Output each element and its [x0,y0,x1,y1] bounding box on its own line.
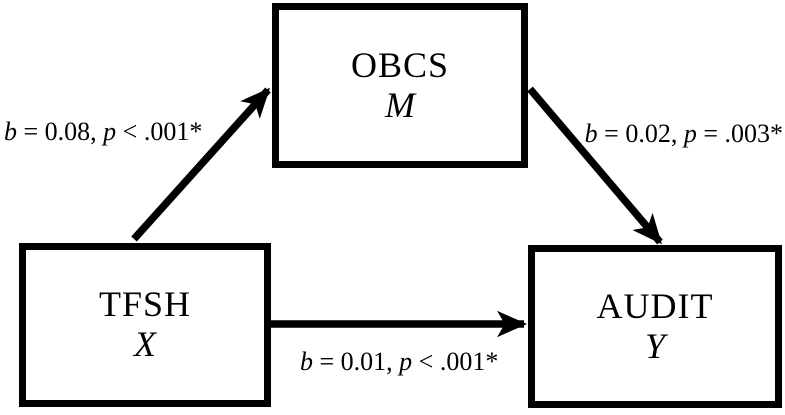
path-b-p-symbol: p [683,119,697,148]
path-b-coef-symbol: b [584,119,598,148]
path-a-coef-symbol: b [4,117,17,146]
path-a-p-symbol: p [103,117,117,146]
path-b-label: b = 0.02, p = .003* [585,119,783,149]
outcome-role: Y [644,325,666,366]
path-c-p-symbol: p [399,347,413,376]
predictor-role: X [134,324,156,364]
mediator-name: OBCS [350,44,450,85]
path-a-p-value: < .001* [116,117,203,146]
path-b-p-value: = .003* [696,119,783,148]
arrow-predictor-to-mediator [131,87,271,242]
path-c-coef-value: = 0.01, [313,347,400,376]
path-b-coef-value: = 0.02, [597,119,684,148]
arrow-mediator-to-outcome [527,86,663,245]
outcome-box: AUDIT Y [528,245,782,408]
mediator-role: M [385,84,415,125]
path-c-p-value: < .001* [412,347,499,376]
path-c-coef-symbol: b [300,347,313,376]
outcome-name: AUDIT [596,285,714,326]
predictor-box: TFSH X [19,243,271,407]
predictor-name: TFSH [98,284,192,325]
mediator-box: OBCS M [272,3,528,168]
path-a-label: b = 0.08, p < .001* [4,117,202,147]
path-a-coef-value: = 0.08, [17,117,104,146]
path-c-label: b = 0.01, p < .001* [300,347,498,377]
